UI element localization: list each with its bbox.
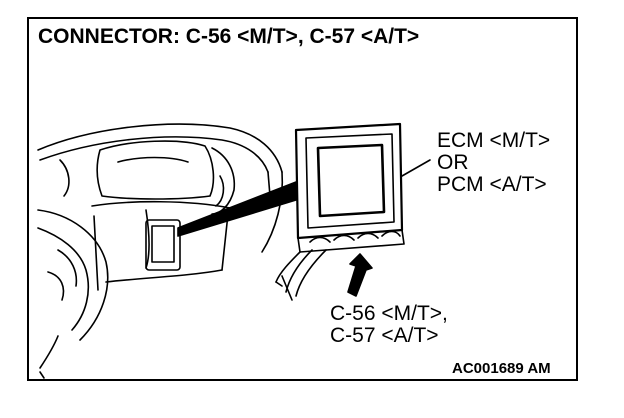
module-drawing <box>275 122 431 301</box>
dashboard-drawing <box>37 123 284 369</box>
connector-label: C-56 <M/T>, C-57 <A/T> <box>330 303 448 347</box>
connector-arrow <box>347 253 373 297</box>
module-label-line2: OR <box>437 151 469 174</box>
module-label-line1: ECM <M/T> <box>437 129 551 152</box>
connector-label-line2: C-57 <A/T> <box>330 324 439 347</box>
module-label-line3: PCM <A/T> <box>437 173 547 196</box>
module-label: ECM <M/T> OR PCM <A/T> <box>437 130 550 196</box>
connector-label-line1: C-56 <M/T>, <box>330 302 448 325</box>
leader-beam <box>177 181 297 237</box>
diagram-frame <box>27 17 578 381</box>
diagram-title: CONNECTOR: C-56 <M/T>, C-57 <A/T> <box>38 25 420 48</box>
figure-reference: AC001689 AM <box>452 360 551 377</box>
